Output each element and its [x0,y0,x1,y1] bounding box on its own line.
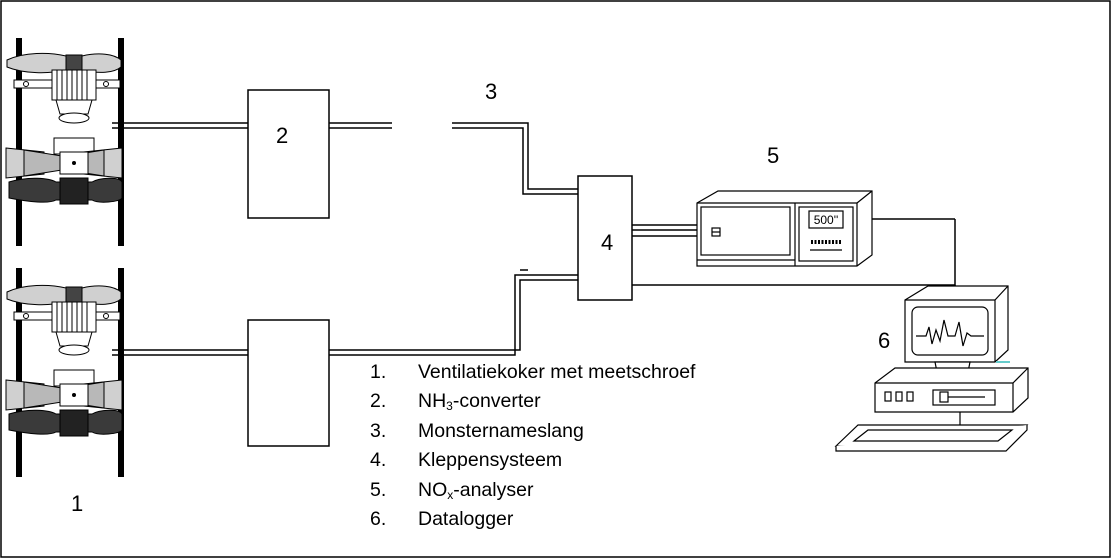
label-logger: 6 [878,328,890,353]
valve-to-analyser-line [632,224,697,237]
legend-item: 1. Ventilatiekoker met meetschroef [370,360,695,389]
label-valves: 4 [601,230,613,255]
label-fan: 1 [71,491,83,516]
legend-item: 4. Kleppensysteem [370,448,695,477]
analyser-display-text: 500'' [814,213,839,227]
legend-number: 5. [370,478,387,501]
legend-text: NH3-converter [418,390,541,414]
sample-line-bottom [112,269,578,356]
legend-text: Datalogger [418,508,514,531]
legend-text: Ventilatiekoker met meetschroef [418,361,696,383]
legend-text: Kleppensysteem [418,449,563,472]
converter-box-bottom [247,319,330,447]
legend-number: 6. [370,508,387,531]
legend-item: 5. NOx-analyser [370,478,695,507]
legend-item: 6. Datalogger [370,507,695,536]
label-converter: 2 [276,123,288,148]
valve-system-box [577,175,633,301]
legend: 1. Ventilatiekoker met meetschroef 2. NH… [370,360,695,536]
legend-item: 3. Monsternameslang [370,419,695,448]
legend-number: 1. [370,361,387,383]
label-analyser: 5 [767,143,779,168]
legend-text: Monsternameslang [418,419,584,442]
legend-number: 2. [370,390,387,413]
legend-item: 2. NH3-converter [370,389,695,418]
datalogger-computer-icon [834,285,1029,452]
converter-box-top [247,89,330,219]
legend-number: 4. [370,449,387,472]
legend-text: NOx-analyser [418,478,534,502]
measuring-fan-bottom-icon [5,284,123,437]
nox-analyser-icon [696,190,873,267]
sample-line-top [112,122,578,195]
measuring-fan-top-icon [5,52,123,205]
label-hose: 3 [485,79,497,104]
legend-number: 3. [370,419,387,442]
